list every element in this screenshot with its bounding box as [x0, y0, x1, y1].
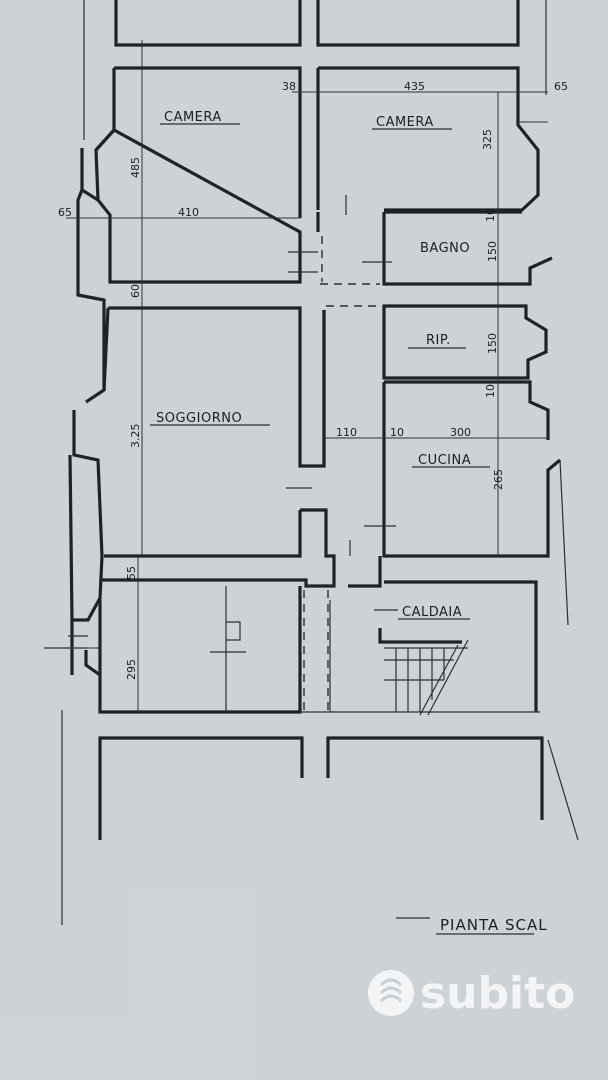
dim-label-55: 55	[125, 566, 138, 580]
staircase	[384, 639, 469, 716]
room-label-caldaia: CALDAIA	[402, 605, 462, 620]
room-label-camera-left: CAMERA	[164, 110, 222, 125]
room-label-cucina: CUCINA	[418, 453, 471, 468]
room-cucina-walls	[348, 380, 562, 588]
dim-label-150-a: 150	[486, 241, 499, 262]
dim-label-435: 435	[404, 80, 425, 93]
drawing-title: PIANTA SCAL	[440, 916, 548, 934]
left-outer-wall	[68, 68, 116, 622]
dim-label-65-left: 65	[58, 206, 72, 219]
dim-label-485: 485	[129, 157, 142, 178]
dashed-lines	[303, 236, 380, 712]
dim-label-60: 60	[129, 284, 142, 298]
dim-label-300: 300	[450, 426, 471, 439]
top-rooms-outline	[114, 0, 520, 47]
dim-label-325-soggiorno: 3.25	[129, 424, 142, 449]
room-rip-walls	[382, 304, 548, 380]
dim-label-10-a: 10	[484, 208, 497, 222]
dim-label-150-b: 150	[486, 333, 499, 354]
watermark-text: subito	[420, 968, 575, 1019]
room-label-bagno: BAGNO	[420, 241, 470, 256]
dim-label-38: 38	[282, 80, 296, 93]
dimension-lines	[46, 40, 548, 712]
room-label-rip: RIP.	[426, 333, 451, 348]
door-ticks	[286, 195, 398, 611]
dim-label-10-b: 10	[484, 384, 497, 398]
room-label-soggiorno: SOGGIORNO	[156, 411, 242, 426]
subito-watermark: subito	[368, 968, 575, 1019]
dim-label-110: 110	[336, 426, 357, 439]
room-bagno-walls	[382, 210, 553, 286]
corridor-walls	[100, 212, 336, 588]
room-caldaia-walls	[378, 580, 538, 712]
dim-label-65-top: 65	[554, 80, 568, 93]
level-marks	[44, 621, 246, 653]
subito-logo-icon	[368, 970, 414, 1016]
dim-label-265: 265	[492, 469, 505, 490]
guide-lines	[61, 0, 579, 925]
dim-label-10-c: 10	[390, 426, 404, 439]
bottom-rooms-outline	[98, 736, 544, 840]
room-label-camera-right: CAMERA	[376, 115, 434, 130]
dim-label-410: 410	[178, 206, 199, 219]
dim-label-325: 325	[481, 129, 494, 150]
dim-label-295: 295	[125, 659, 138, 680]
